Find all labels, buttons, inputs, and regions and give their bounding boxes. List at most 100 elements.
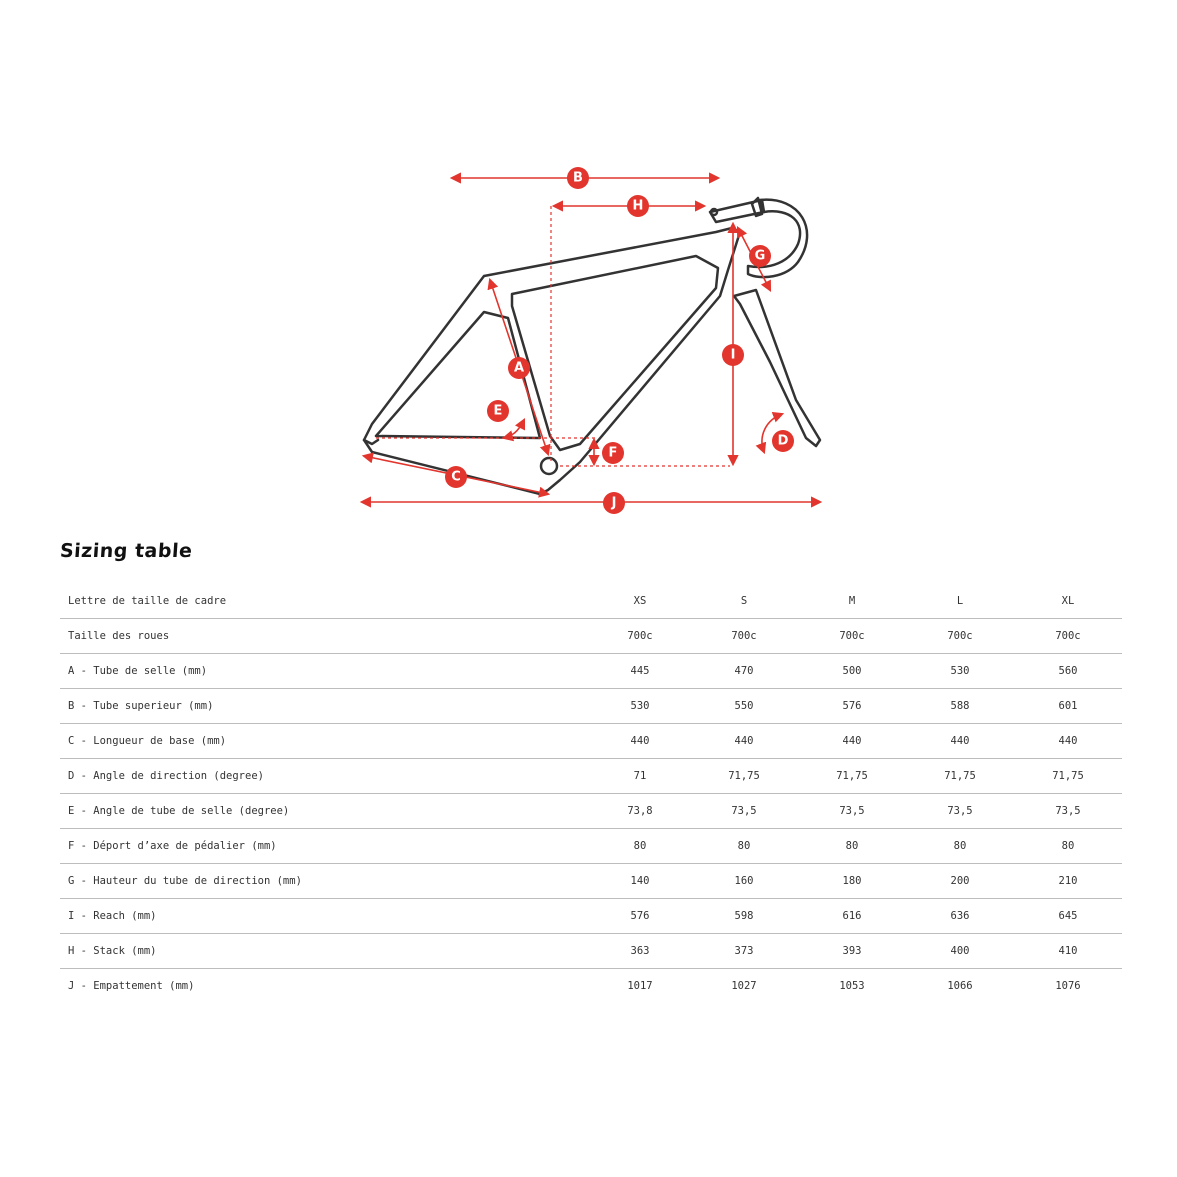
cell-xs: 71 (590, 758, 690, 794)
cell-xl: 440 (1014, 723, 1122, 759)
cell-m: 71,75 (798, 758, 906, 794)
cell-m: M (798, 584, 906, 619)
row-label: C - Longueur de base (mm) (60, 723, 590, 759)
cell-xl: 1076 (1055, 980, 1081, 992)
cell-s: 598 (690, 898, 798, 934)
marker-e: E (487, 400, 509, 422)
cell-l: L (906, 584, 1014, 619)
svg-text:I: I (731, 348, 736, 363)
row-label: Taille des roues (60, 618, 590, 654)
row-label: Lettre de taille de cadre (60, 584, 590, 619)
row-label: F - Déport d’axe de pédalier (mm) (60, 828, 590, 864)
cell-l: 440 (906, 723, 1014, 759)
cell-l: 400 (906, 933, 1014, 969)
marker-h: H (627, 195, 649, 217)
handlebar-clamp (750, 196, 764, 218)
svg-text:G: G (755, 249, 766, 264)
svg-text:A: A (514, 361, 524, 376)
marker-g: G (749, 245, 771, 267)
cell-xl: 645 (1014, 898, 1122, 934)
cell-xl: 601 (1014, 688, 1122, 724)
row-label: H - Stack (mm) (60, 933, 590, 969)
row-label: B - Tube superieur (mm) (60, 688, 590, 724)
page-title: Sizing table (59, 540, 194, 562)
cell-m: 73,5 (798, 793, 906, 829)
cell-xl: 210 (1014, 863, 1122, 899)
cell-xs: 140 (590, 863, 690, 899)
marker-c: C (445, 466, 467, 488)
cell-xs: 1017 (627, 980, 653, 992)
cell-s: 73,5 (690, 793, 798, 829)
cell-l: 530 (906, 653, 1014, 689)
cell-xl: 560 (1014, 653, 1122, 689)
svg-text:D: D (778, 434, 789, 449)
cell-l: 636 (906, 898, 1014, 934)
cell-xs: 445 (590, 653, 690, 689)
cell-xs: 576 (590, 898, 690, 934)
cell-xl: 410 (1014, 933, 1122, 969)
cell-s: 71,75 (690, 758, 798, 794)
marker-d: D (772, 430, 794, 452)
cell-xs: 440 (590, 723, 690, 759)
row-label: D - Angle de direction (degree) (60, 758, 590, 794)
cell-s: 440 (690, 723, 798, 759)
cell-m: 180 (798, 863, 906, 899)
stem-bolt (709, 207, 719, 217)
row-label: A - Tube de selle (mm) (60, 653, 590, 689)
cell-xs: 73,8 (590, 793, 690, 829)
cell-l: 71,75 (906, 758, 1014, 794)
cell-m: 1053 (839, 980, 865, 992)
bike-geometry-diagram: B H G I A E D F C J (359, 167, 823, 514)
marker-f: F (602, 442, 624, 464)
marker-b: B (567, 167, 589, 189)
rear-dropout (362, 438, 380, 446)
table-row: G - Hauteur du tube de direction (mm)140… (60, 863, 1122, 899)
cell-m: 576 (798, 688, 906, 724)
svg-text:J: J (611, 496, 617, 511)
cell-s: 373 (690, 933, 798, 969)
cell-xl: XL (1014, 584, 1122, 619)
cell-l: 1066 (947, 980, 973, 992)
row-label: E - Angle de tube de selle (degree) (60, 793, 590, 829)
svg-text:E: E (494, 404, 503, 419)
table-row: J - Empattement (mm) 1017 1027 1053 1066 1076 (60, 969, 1122, 1004)
cell-l: 700c (906, 618, 1014, 654)
cell-xl: 73,5 (1014, 793, 1122, 829)
cell-xs: XS (590, 584, 690, 619)
cell-xl: 700c (1014, 618, 1122, 654)
cell-s: 700c (690, 618, 798, 654)
bottom-bracket (539, 456, 559, 476)
cell-m: 80 (798, 828, 906, 864)
svg-text:H: H (633, 199, 644, 214)
cell-xl: 71,75 (1014, 758, 1122, 794)
marker-i: I (722, 344, 744, 366)
svg-text:F: F (609, 446, 618, 461)
svg-text:C: C (451, 470, 461, 485)
dim-e-arc (501, 417, 526, 442)
cell-m: 393 (798, 933, 906, 969)
cell-l: 200 (906, 863, 1014, 899)
frame-outer-outline (362, 226, 742, 496)
cell-s: 80 (690, 828, 798, 864)
row-label: I - Reach (mm) (60, 898, 590, 934)
cell-m: 440 (798, 723, 906, 759)
fork (732, 288, 822, 448)
cell-l: 73,5 (906, 793, 1014, 829)
cell-xl: 80 (1014, 828, 1122, 864)
cell-s: 470 (690, 653, 798, 689)
svg-text:B: B (573, 171, 583, 186)
cell-s: 1027 (731, 980, 757, 992)
cell-s: 160 (690, 863, 798, 899)
cell-s: S (690, 584, 798, 619)
cell-xs: 363 (590, 933, 690, 969)
row-label: J - Empattement (mm) (68, 980, 195, 992)
